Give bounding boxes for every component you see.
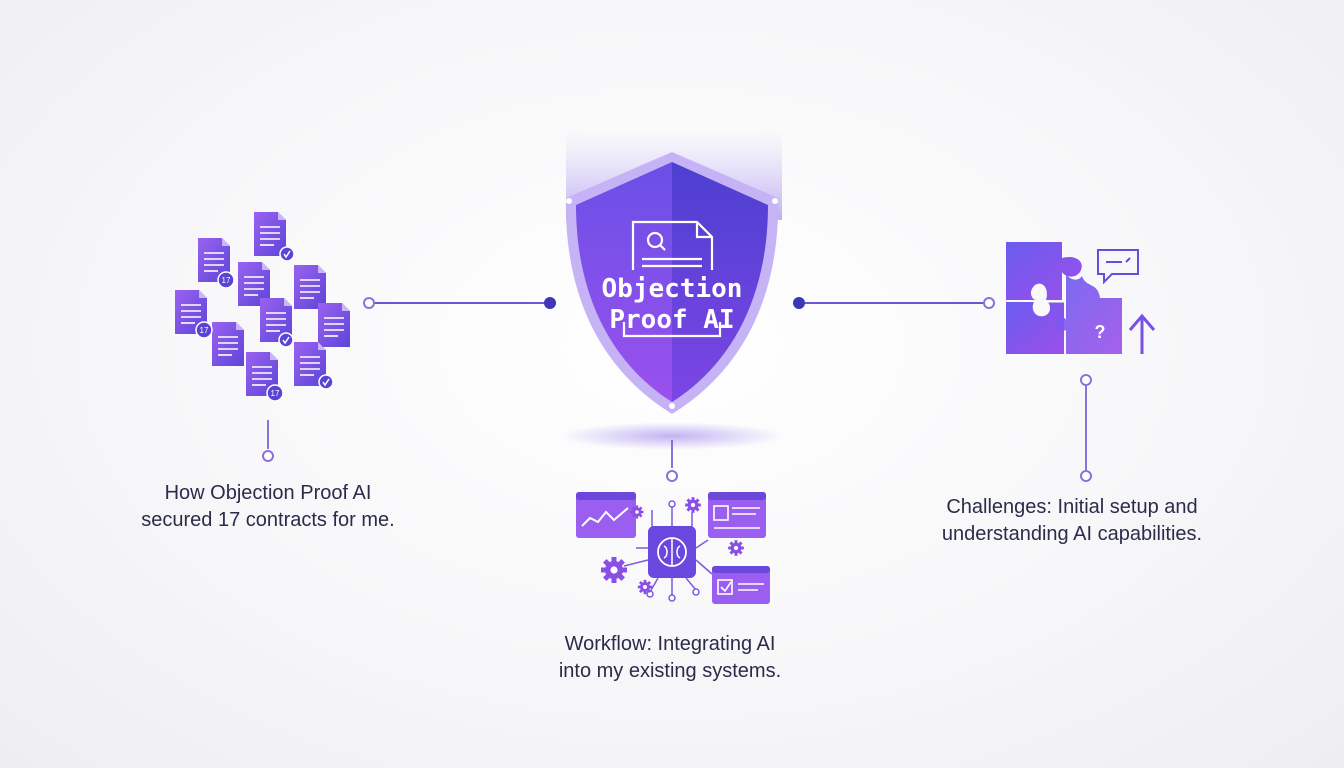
shield-glow [560, 422, 784, 450]
check-badge-icon [279, 246, 295, 262]
app-window-icon [708, 492, 766, 538]
document-icon [293, 264, 327, 310]
connector-left-down [262, 420, 274, 462]
caption-contracts: How Objection Proof AI secured 17 contra… [88, 480, 448, 534]
gear-icon [601, 557, 627, 583]
caption-challenges: Challenges: Initial setup and understand… [892, 494, 1252, 548]
brain-chip-icon [648, 526, 696, 578]
gear-icon [637, 579, 653, 595]
connector-left [363, 297, 556, 309]
puzzle-question-mark: ? [1095, 322, 1106, 342]
shield-title-line1: Objection [602, 274, 743, 304]
caption-challenges-line2: understanding AI capabilities. [941, 523, 1203, 545]
up-arrow-icon [1128, 313, 1156, 354]
document-icon [211, 321, 245, 367]
document-search-icon [622, 220, 722, 338]
connector-right-down [1080, 374, 1092, 482]
connector-right [793, 297, 995, 309]
caption-workflow-line1: Workflow: Integrating AI [564, 633, 776, 655]
caption-workflow: Workflow: Integrating AI into my existin… [490, 631, 850, 685]
caption-workflow-line2: into my existing systems. [558, 660, 782, 682]
caption-contracts-line1: How Objection Proof AI [164, 482, 372, 504]
contracts-badge-label: 17 [222, 276, 231, 285]
check-badge-icon [278, 332, 294, 348]
documents-cluster: 17 17 17 [174, 211, 351, 402]
chart-window-icon [576, 492, 636, 538]
checklist-window-icon [712, 566, 770, 604]
caption-challenges-line1: Challenges: Initial setup and [946, 496, 1198, 518]
gear-icon [630, 505, 644, 519]
gear-icon [728, 540, 744, 556]
check-badge-icon [318, 374, 334, 390]
shield-graphic: Objection Proof AI [560, 130, 784, 450]
contracts-badge-label: 17 [271, 389, 280, 398]
contracts-badge: 17 [217, 271, 235, 289]
contracts-badge: 17 [266, 384, 284, 402]
gear-icon [685, 497, 701, 513]
contracts-badge-label: 17 [200, 326, 209, 335]
workflow-graphic [576, 492, 770, 604]
circuit-lines [623, 500, 713, 602]
chat-bubble-icon [1097, 249, 1139, 285]
puzzle-icon: ? [1006, 242, 1122, 354]
contracts-badge: 17 [195, 321, 213, 339]
shield-title-line2: Proof AI [609, 305, 734, 335]
document-icon [317, 302, 351, 348]
caption-contracts-line2: secured 17 contracts for me. [141, 509, 395, 531]
